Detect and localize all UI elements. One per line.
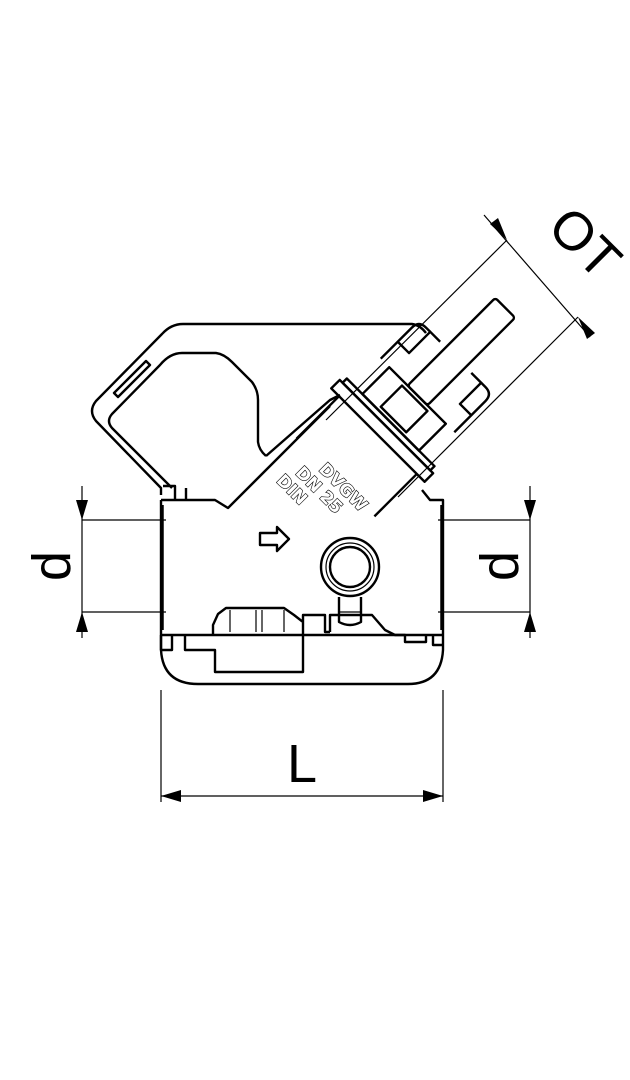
dimension-l: L	[160, 690, 444, 802]
body-top-edge	[265, 393, 341, 457]
dimension-l-label: L	[287, 734, 317, 794]
body-markings: DVGW DN 25 DIN	[271, 459, 371, 519]
housing-inner-outline	[107, 351, 267, 489]
dimension-ot: OT	[325, 196, 630, 498]
housing-foot-left	[163, 484, 188, 500]
dimension-d-right: d	[438, 486, 536, 638]
test-port	[319, 536, 381, 627]
dimension-ot-label: OT	[537, 196, 630, 291]
body-bottom-slots	[229, 610, 285, 632]
bonnet-assembly	[295, 297, 516, 518]
dimension-d-right-label: d	[470, 551, 530, 581]
flow-arrow-icon	[258, 525, 291, 553]
body-outline	[159, 405, 445, 686]
housing-outline	[90, 322, 427, 495]
body-bottom-details	[159, 606, 443, 674]
housing-rib	[112, 359, 152, 399]
dimension-d-left: d	[22, 486, 166, 638]
dimension-d-left-label: d	[22, 551, 82, 581]
